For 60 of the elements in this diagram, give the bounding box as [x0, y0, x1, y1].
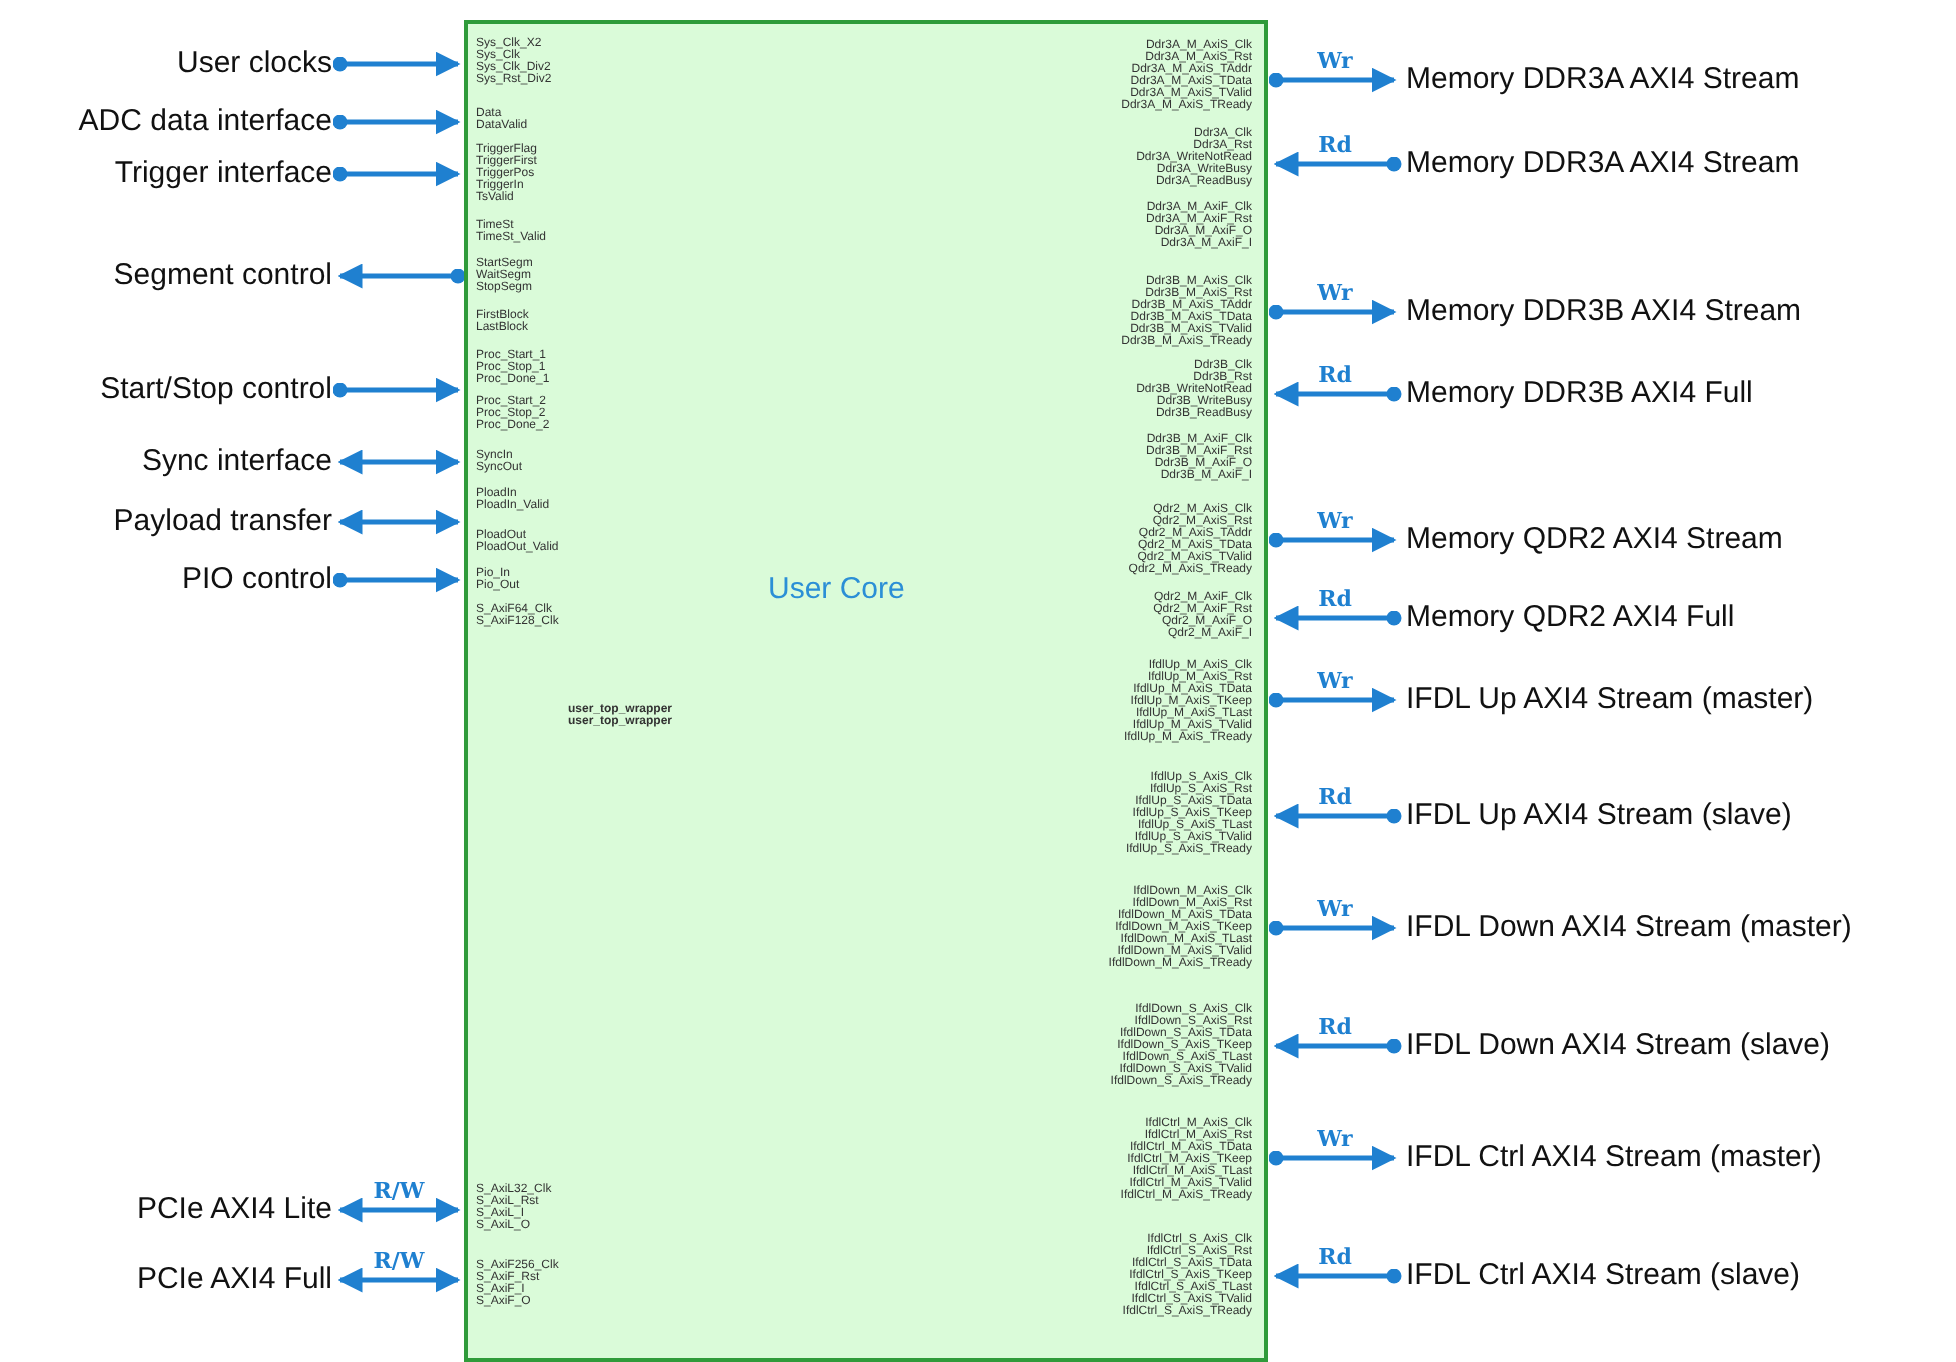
- arrow: [337, 1197, 461, 1223]
- interface-label: PIO control: [181, 562, 332, 598]
- edge-label: Rd: [1316, 1016, 1354, 1040]
- interface-label: IFDL Ctrl AXI4 Stream (master): [1406, 1140, 1822, 1176]
- interface-label: PCIe AXI4 Full: [136, 1262, 332, 1298]
- interface-label: Payload transfer: [113, 504, 332, 540]
- interface-label: Start/Stop control: [100, 372, 332, 408]
- arrow: [337, 449, 461, 475]
- edge-label: Wr: [1315, 898, 1355, 922]
- edge-label: Wr: [1315, 670, 1355, 694]
- edge-label: Wr: [1315, 510, 1355, 534]
- interface-label: Memory QDR2 AXI4 Stream: [1406, 522, 1783, 558]
- interface-label: Memory DDR3A AXI4 Stream: [1406, 146, 1800, 182]
- core-block: [464, 20, 1268, 1362]
- interface-label: Memory QDR2 AXI4 Full: [1406, 600, 1735, 636]
- edge-label: Rd: [1316, 786, 1354, 810]
- edge-label: R/W: [371, 1180, 427, 1204]
- arrow: [1273, 803, 1402, 829]
- arrow: [1268, 915, 1397, 941]
- edge-label: Rd: [1316, 588, 1354, 612]
- arrow: [332, 377, 461, 403]
- interface-label: ADC data interface: [78, 104, 332, 140]
- arrow: [337, 509, 461, 535]
- interface-label: PCIe AXI4 Lite: [136, 1192, 332, 1228]
- edge-label: Rd: [1316, 364, 1354, 388]
- arrow: [1273, 1263, 1402, 1289]
- edge-label: Wr: [1315, 1128, 1355, 1152]
- arrow: [332, 51, 461, 77]
- arrow: [1273, 605, 1402, 631]
- interface-label: User clocks: [176, 46, 332, 82]
- interface-label: IFDL Down AXI4 Stream (slave): [1406, 1028, 1831, 1064]
- arrow: [1273, 151, 1402, 177]
- interface-label: IFDL Up AXI4 Stream (master): [1406, 682, 1814, 718]
- arrow: [1268, 527, 1397, 553]
- block-title: User Core: [768, 570, 905, 610]
- edge-label: Wr: [1315, 50, 1355, 74]
- interface-label: IFDL Down AXI4 Stream (master): [1406, 910, 1852, 946]
- arrow: [1273, 1033, 1402, 1059]
- interface-label: Memory DDR3B AXI4 Full: [1406, 376, 1753, 412]
- interface-label: Memory DDR3B AXI4 Stream: [1406, 294, 1802, 330]
- edge-label: Rd: [1316, 1246, 1354, 1270]
- interface-label: Sync interface: [141, 444, 332, 480]
- arrow: [1268, 1145, 1397, 1171]
- arrow: [1268, 687, 1397, 713]
- interface-label: Segment control: [113, 258, 332, 294]
- edge-label: Wr: [1315, 282, 1355, 306]
- arrow: [1268, 299, 1397, 325]
- interface-label: Trigger interface: [114, 156, 332, 192]
- arrow: [332, 109, 461, 135]
- arrow: [337, 1267, 461, 1293]
- interface-label: IFDL Ctrl AXI4 Stream (slave): [1406, 1258, 1800, 1294]
- arrow: [1268, 67, 1397, 93]
- arrow: [332, 161, 461, 187]
- arrow: [1273, 381, 1402, 407]
- edge-label: R/W: [371, 1250, 427, 1274]
- arrow: [332, 567, 461, 593]
- arrow: [337, 263, 466, 289]
- edge-label: Rd: [1316, 134, 1354, 158]
- interface-label: IFDL Up AXI4 Stream (slave): [1406, 798, 1792, 834]
- interface-label: Memory DDR3A AXI4 Stream: [1406, 62, 1800, 98]
